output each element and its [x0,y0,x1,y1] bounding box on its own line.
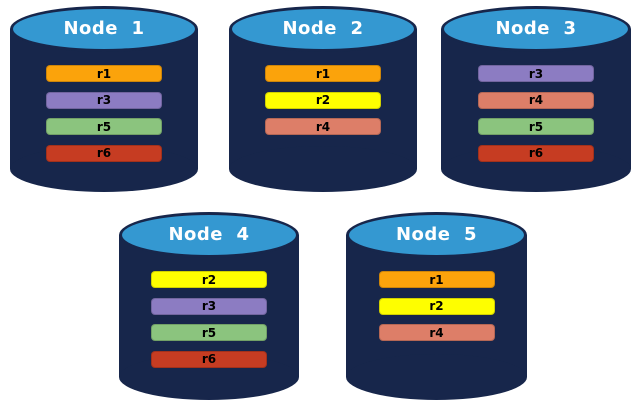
replica-bar: r5 [478,118,594,135]
cylinder-top-ellipse: Node 5 [346,212,527,258]
replica-bar: r6 [46,144,162,162]
node-cylinder: Node 5 r1 r2 r4 [346,212,527,400]
replica-bar: r6 [478,144,594,162]
replica-bar: r1 [46,65,162,82]
replica-bar: r4 [378,324,495,341]
replica-list: r1 r3 r5 r6 [10,65,198,162]
node-label: Node 3 [495,17,577,39]
node-cylinder: Node 1 r1 r3 r5 r6 [10,6,198,192]
replica-bar: r4 [478,91,594,109]
node-label: Node 5 [395,223,478,245]
replica-bar: r2 [378,297,495,315]
replica-bar: r1 [378,271,495,288]
replica-bar: r3 [478,65,594,82]
cylinder-top-ellipse: Node 3 [441,6,631,52]
node-label: Node 2 [282,17,364,39]
replica-list: r2 r3 r5 r6 [119,271,299,368]
cylinder-bottom [346,354,527,400]
replica-bar: r4 [265,118,381,135]
node-cylinder: Node 3 r3 r4 r5 r6 [441,6,631,192]
replica-list: r1 r2 r4 [346,271,527,341]
replica-list: r3 r4 r5 r6 [441,65,631,162]
replica-bar: r5 [46,118,162,135]
node-cylinder: Node 4 r2 r3 r5 r6 [119,212,299,400]
replica-bar: r2 [265,91,381,109]
cylinder-top-ellipse: Node 2 [229,6,417,52]
node-label: Node 4 [168,223,250,245]
node-label: Node 1 [63,17,145,39]
replica-bar: r3 [151,297,267,315]
replica-bar: r5 [151,324,267,341]
replica-bar: r6 [151,350,267,368]
cylinder-top-ellipse: Node 4 [119,212,299,258]
replica-bar: r1 [265,65,381,82]
replica-bar: r2 [151,271,267,288]
replica-list: r1 r2 r4 [229,65,417,135]
node-cylinder: Node 2 r1 r2 r4 [229,6,417,192]
replica-bar: r3 [46,91,162,109]
cylinder-top-ellipse: Node 1 [10,6,198,52]
cylinder-bottom [229,146,417,192]
